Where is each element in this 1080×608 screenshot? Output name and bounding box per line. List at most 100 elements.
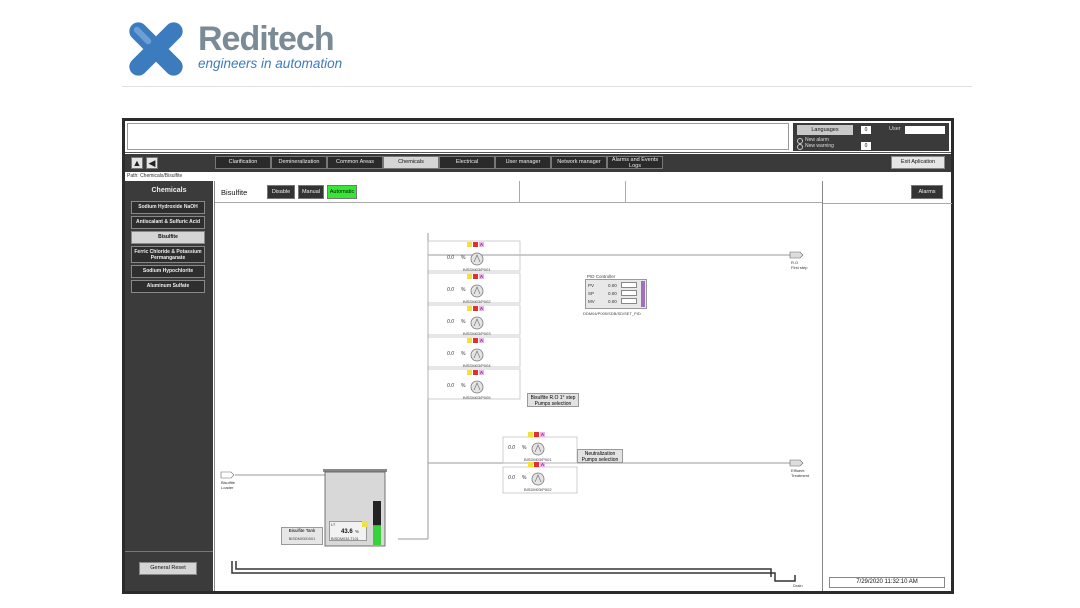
pump-speed-value: 0.0 xyxy=(447,287,454,293)
new-warning-indicator-icon xyxy=(797,144,803,150)
brand-tagline: engineers in automation xyxy=(198,56,343,71)
pump-fault-icon xyxy=(473,370,478,375)
pump-speed-value: 0.0 xyxy=(447,383,454,389)
alarm-banner xyxy=(127,123,789,150)
pid-row-key: MV xyxy=(588,299,595,304)
pump-speed-unit: % xyxy=(461,319,466,325)
sidebar-item-sodium-hydroxide[interactable]: Sodium Hydroxide NaOH xyxy=(131,201,205,214)
pid-row-value: 0.00 xyxy=(608,299,617,304)
user-label: User xyxy=(889,126,901,132)
reditech-logo: Reditech engineers in automation xyxy=(118,16,348,84)
pump-group2-1[interactable] xyxy=(531,442,545,456)
group2-pump-selection-label[interactable]: Neutralization Pumps selection xyxy=(577,449,623,463)
new-warning-label: New warning xyxy=(805,143,834,149)
back-arrow-icon[interactable]: ◀ xyxy=(146,157,158,169)
pump-run-icon xyxy=(467,338,472,343)
pump-tag: BISDM03/P001 xyxy=(463,267,491,272)
tab-network-manager[interactable]: Network manager xyxy=(551,156,607,169)
pump-tag: BISDM03/P002 xyxy=(463,299,491,304)
pump-speed-unit: % xyxy=(461,383,466,389)
user-field[interactable] xyxy=(905,126,945,134)
pump-run-icon xyxy=(467,242,472,247)
hmi-topbar: Languages 0 User New alarm New warning 0 xyxy=(125,121,951,153)
exit-application-button[interactable]: Exit Aplication xyxy=(891,156,945,169)
pump-fault-icon xyxy=(473,306,478,311)
lt-label: LT xyxy=(331,522,336,527)
right-panel-divider xyxy=(823,203,952,204)
home-icon[interactable]: ▲ xyxy=(131,157,143,169)
inlet-label: Bisulfite Loader xyxy=(221,480,236,490)
tab-chemicals[interactable]: Chemicals xyxy=(383,156,439,169)
pid-mode-bar xyxy=(641,281,645,307)
pump-group1-2[interactable] xyxy=(470,284,484,298)
tank-tag: BISDM03/D001 xyxy=(288,537,316,541)
hmi-screen: Languages 0 User New alarm New warning 0… xyxy=(125,121,952,591)
date-time-display: 7/29/2020 11:32:10 AM xyxy=(829,577,945,588)
pid-row-field[interactable] xyxy=(621,282,637,288)
new-alarm-label: New alarm xyxy=(805,137,829,143)
pump-auto-icon: A xyxy=(540,432,545,437)
header-divider-a xyxy=(519,181,520,203)
pid-row-field[interactable] xyxy=(621,298,637,304)
pid-row-value: 0.00 xyxy=(608,291,617,296)
sidebar-item-antiscalant[interactable]: Antiscalant & Sulfuric Acid xyxy=(131,216,205,229)
tab-common-areas[interactable]: Common Areas xyxy=(327,156,383,169)
language-user-panel: Languages 0 User New alarm New warning 0 xyxy=(793,123,949,151)
pump-auto-icon: A xyxy=(479,274,484,279)
pump-group1-4[interactable] xyxy=(470,348,484,362)
pump-run-icon xyxy=(528,462,533,467)
warning-count: 0 xyxy=(861,142,871,150)
sidebar-item-bisulfite[interactable]: Bisulfite xyxy=(131,231,205,244)
automatic-button[interactable]: Automatic xyxy=(327,185,357,199)
pump-speed-value: 0.0 xyxy=(447,351,454,357)
reditech-x-mark-icon xyxy=(129,22,183,76)
chemicals-sidebar: Chemicals Sodium Hydroxide NaOH Antiscal… xyxy=(125,181,213,591)
pid-row-key: PV xyxy=(588,283,595,288)
sidebar-item-sodium-hypochlorite[interactable]: Sodium Hypochlorite xyxy=(131,265,205,278)
level-transmitter-panel[interactable] xyxy=(329,521,367,541)
pump-speed-value: 0.0 xyxy=(508,445,515,451)
languages-button[interactable]: Languages xyxy=(797,125,853,135)
pump-run-icon xyxy=(467,306,472,311)
tab-alarms-events-logs[interactable]: Alarms and Events Logs xyxy=(607,156,663,169)
pump-run-icon xyxy=(528,432,533,437)
tab-demineralization[interactable]: Demineralization xyxy=(271,156,327,169)
pump-group1-5[interactable] xyxy=(470,380,484,394)
alarms-button[interactable]: Alarms xyxy=(911,185,943,199)
main-navigation: ▲ ◀ Clarification Demineralization Commo… xyxy=(125,154,951,172)
tab-clarification[interactable]: Clarification xyxy=(215,156,271,169)
tank-label-box xyxy=(281,527,323,545)
pump-fault-icon xyxy=(473,242,478,247)
tab-user-manager[interactable]: User manager xyxy=(495,156,551,169)
pump-fault-icon xyxy=(473,338,478,343)
pump-group1-1[interactable] xyxy=(470,252,484,266)
pid-tag: DDM04/P005/SDB/SD/SET_PID xyxy=(583,311,641,316)
disable-button[interactable]: Disable xyxy=(267,185,295,199)
pump-speed-value: 0.0 xyxy=(447,255,454,261)
sidebar-item-ferric-chloride[interactable]: Ferric Chloride & Potassium Permanganate xyxy=(131,246,205,263)
language-selector[interactable]: 0 xyxy=(861,126,871,134)
pid-row-field[interactable] xyxy=(621,290,637,296)
sidebar-title: Chemicals xyxy=(151,187,187,194)
pump-group2-2[interactable] xyxy=(531,472,545,486)
pump-group1-3[interactable] xyxy=(470,316,484,330)
pump-speed-unit: % xyxy=(522,475,527,481)
general-reset-button[interactable]: General Reset xyxy=(139,562,197,575)
sidebar-divider xyxy=(125,551,213,552)
pump-auto-icon: A xyxy=(479,370,484,375)
tank-level-value: 43.6 xyxy=(341,529,353,535)
group1-pump-selection-label[interactable]: Bisulfite R.O 1° step Pumps selection xyxy=(527,393,579,407)
tank-level-unit: % xyxy=(355,529,360,534)
tab-electrical[interactable]: Electrical xyxy=(439,156,495,169)
new-alarm-indicator-icon xyxy=(797,138,803,144)
tank-name: Bisulfite Tank xyxy=(288,528,316,533)
outlet-label-2: Effluent Treatment xyxy=(791,468,810,478)
pump-tag: BISDM03/P003 xyxy=(463,331,491,336)
manual-button[interactable]: Manual xyxy=(298,185,324,199)
process-area: Bisulfite Disable Manual Automatic xyxy=(214,181,822,591)
pump-auto-icon: A xyxy=(479,242,484,247)
page-title: Bisulfite xyxy=(221,188,248,197)
process-header: Bisulfite Disable Manual Automatic xyxy=(215,181,822,203)
pump-tag: BISDM03/P004 xyxy=(463,363,491,368)
sidebar-item-aluminum-sulfate[interactable]: Aluminum Sulfate xyxy=(131,280,205,293)
